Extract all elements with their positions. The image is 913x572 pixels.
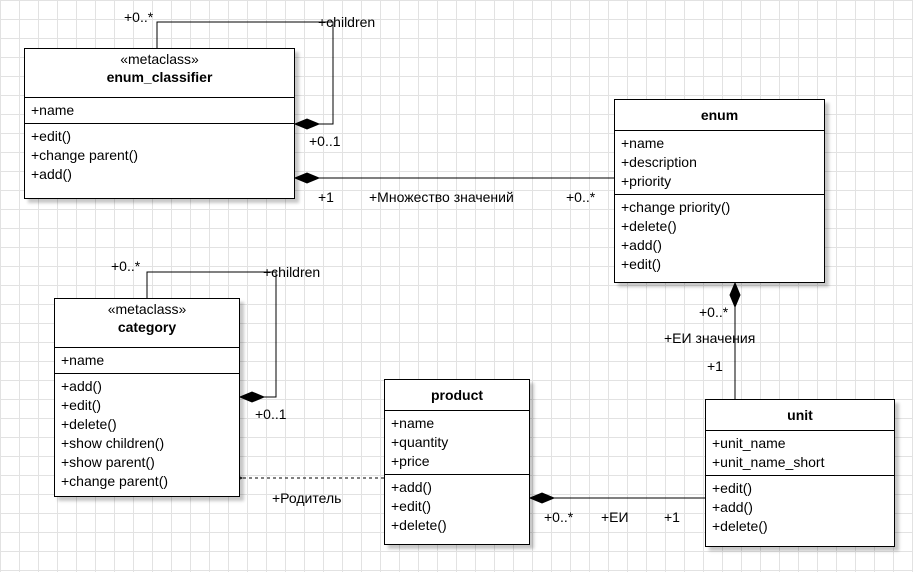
attribute: +name: [621, 135, 665, 151]
class-header: «metaclass» category: [55, 299, 239, 348]
operation: +edit(): [621, 256, 662, 272]
attribute-compartment: +name: [55, 348, 239, 374]
multiplicity-label: +0..*: [111, 258, 141, 274]
stereotype-label: «metaclass»: [120, 51, 199, 67]
class-name: unit: [787, 407, 813, 423]
class-product[interactable]: product +name +quantity +price +add() +e…: [384, 379, 530, 545]
attribute-compartment: +name +description +priority: [615, 131, 824, 195]
operation-compartment: +edit() +change parent() +add(): [25, 124, 294, 187]
multiplicity-label: +0..1: [309, 133, 341, 149]
stereotype-label: «metaclass»: [107, 301, 187, 317]
attribute: +name: [31, 102, 75, 118]
operation: +show children(): [61, 435, 165, 451]
role-label: +children: [263, 264, 321, 280]
operation: +add(): [61, 378, 102, 394]
composition-diamond-enum-classifier-self: [293, 118, 321, 130]
attribute-compartment: +name +quantity +price: [385, 411, 529, 475]
operation: +show parent(): [61, 454, 155, 470]
class-unit[interactable]: unit +unit_name +unit_name_short +edit()…: [705, 399, 895, 547]
composition-diamond-product-unit: [528, 492, 556, 504]
multiplicity-label: +0..*: [124, 9, 154, 25]
attribute: +quantity: [391, 434, 449, 450]
operation: +delete(): [61, 416, 117, 432]
attribute-compartment: +unit_name +unit_name_short: [706, 431, 894, 476]
operation-compartment: +add() +edit() +delete(): [385, 475, 529, 538]
operation: +edit(): [391, 498, 432, 514]
multiplicity-label: +1: [664, 509, 680, 525]
operation: +edit(): [61, 397, 102, 413]
attribute: +name: [61, 352, 105, 368]
attribute: +name: [391, 415, 435, 431]
operation: +delete(): [391, 517, 447, 533]
attribute: +description: [621, 154, 697, 170]
attribute: +unit_name: [712, 435, 786, 451]
class-header: product: [385, 380, 529, 411]
operation: +delete(): [621, 218, 677, 234]
attribute: +priority: [621, 173, 672, 189]
operation: +change priority(): [621, 199, 731, 215]
attribute: +unit_name_short: [712, 454, 825, 470]
attribute-compartment: +name: [25, 98, 294, 124]
operation-compartment: +edit() +add() +delete(): [706, 476, 894, 539]
operation: +add(): [391, 479, 432, 495]
operation-compartment: +add() +edit() +delete() +show children(…: [55, 374, 239, 494]
class-name: enum: [700, 107, 739, 123]
association-category-children: [146, 271, 277, 398]
multiplicity-label: +1: [318, 189, 334, 205]
class-name: enum_classifier: [106, 69, 213, 85]
composition-diamond-category-self: [238, 391, 266, 403]
composition-diamond-enum-classifier-enum: [293, 172, 321, 184]
multiplicity-label: +0..*: [699, 304, 729, 320]
attribute: +price: [391, 453, 430, 469]
class-enum[interactable]: enum +name +description +priority +chang…: [614, 99, 825, 283]
role-label: +children: [318, 14, 376, 30]
operation: +add(): [31, 166, 72, 182]
class-name: product: [430, 387, 484, 403]
role-label: +Множество значений: [369, 189, 514, 205]
operation: +edit(): [31, 128, 72, 144]
association-enum-classifier-children: [156, 21, 334, 125]
class-header: «metaclass» enum_classifier: [25, 49, 294, 98]
operation: +change parent(): [61, 473, 169, 489]
multiplicity-label: +0..*: [544, 509, 574, 525]
role-label: +ЕИ: [601, 509, 629, 525]
class-name: category: [117, 319, 177, 335]
class-enum-classifier[interactable]: «metaclass» enum_classifier +name +edit(…: [24, 48, 295, 199]
multiplicity-label: +1: [707, 358, 723, 374]
operation: +delete(): [712, 518, 768, 534]
operation: +add(): [621, 237, 662, 253]
operation: +add(): [712, 499, 753, 515]
operation-compartment: +change priority() +delete() +add() +edi…: [615, 195, 824, 277]
class-category[interactable]: «metaclass» category +name +add() +edit(…: [54, 298, 240, 497]
operation: +change parent(): [31, 147, 139, 163]
operation: +edit(): [712, 480, 753, 496]
composition-diamond-enum-unit: [729, 281, 741, 309]
role-label: +Родитель: [272, 490, 342, 506]
multiplicity-label: +0..1: [255, 406, 287, 422]
class-header: enum: [615, 100, 824, 131]
class-header: unit: [706, 400, 894, 431]
multiplicity-label: +0..*: [566, 189, 596, 205]
role-label: +ЕИ значения: [664, 330, 756, 346]
